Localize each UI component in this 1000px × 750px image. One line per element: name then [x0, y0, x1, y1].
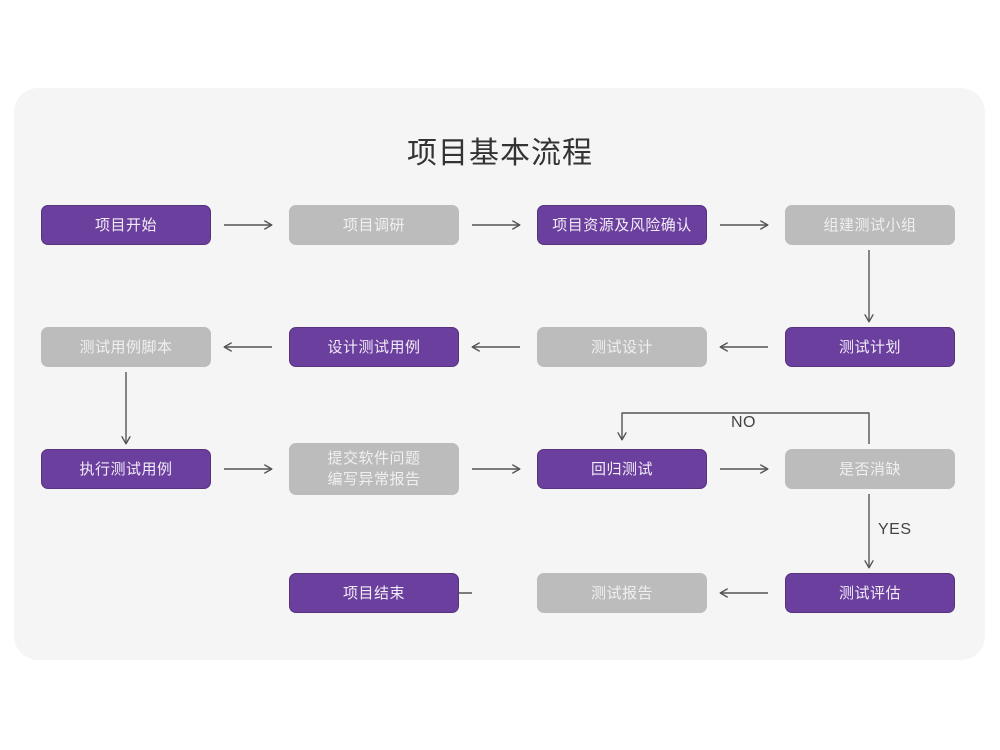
node-test-plan[interactable]: 测试计划 — [785, 327, 955, 367]
node-test-report[interactable]: 测试报告 — [537, 573, 707, 613]
node-test-case-script[interactable]: 测试用例脚本 — [41, 327, 211, 367]
node-submit-defect-report[interactable]: 提交软件问题 编写异常报告 — [289, 443, 459, 495]
flowchart-card — [14, 88, 985, 660]
node-execute-test-case[interactable]: 执行测试用例 — [41, 449, 211, 489]
node-form-test-team[interactable]: 组建测试小组 — [785, 205, 955, 245]
node-regression-test[interactable]: 回归测试 — [537, 449, 707, 489]
node-project-start[interactable]: 项目开始 — [41, 205, 211, 245]
node-test-design[interactable]: 测试设计 — [537, 327, 707, 367]
node-test-evaluation[interactable]: 测试评估 — [785, 573, 955, 613]
page-title: 项目基本流程 — [407, 137, 593, 170]
node-design-test-case[interactable]: 设计测试用例 — [289, 327, 459, 367]
edge-label-yes: YES — [878, 521, 912, 538]
node-project-end[interactable]: 项目结束 — [289, 573, 459, 613]
node-defect-cleared[interactable]: 是否消缺 — [785, 449, 955, 489]
node-resource-risk-confirm[interactable]: 项目资源及风险确认 — [537, 205, 707, 245]
edge-label-no: NO — [731, 414, 756, 431]
node-project-research[interactable]: 项目调研 — [289, 205, 459, 245]
